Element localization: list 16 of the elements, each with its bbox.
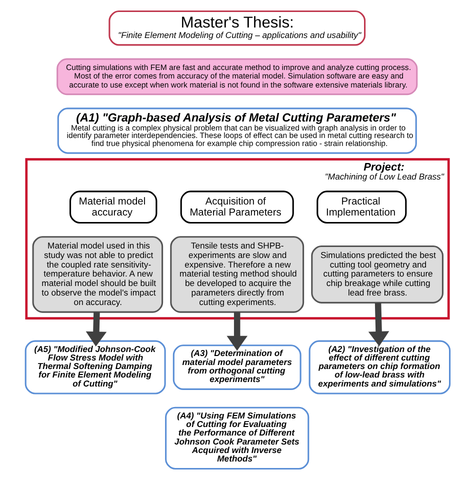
arrow: [368, 302, 389, 346]
node-box: Material model used in this study was not able to predict the coupled rate sensitivity-temperature behavior. A new material model should be built to observe the model's impact on accuracy.: [32, 236, 163, 313]
arrow: [85, 312, 106, 346]
node-box: Material model accuracy: [68, 190, 157, 224]
node-box: (A5) "Modified Johnson-Cook Flow Stress Model with Thermal Softening Damping for Finite Element Modeling of Cutting": [24, 340, 166, 394]
node-box: Practical Implementation: [316, 190, 406, 224]
node-box: Acquisition of Material Parameters: [180, 190, 294, 224]
node-box: (A4) "Using FEM Simulations of Cutting for Evaluating the Performance of Different Johnson Cook Parameter Sets Acquired with Inverse Methods": [164, 406, 309, 470]
node-box: (A2) "Investigation of the effect of different cutting parameters on chip formation of low-lead brass with experiments and simulations": [308, 340, 450, 394]
node-box: Simulations predicted the best cutting tool geometry and cutting parameters to ensure chip breakage while cutting lead free brass.: [310, 245, 443, 304]
node-box: Master's Thesis: "Finite Element Modeling of Cutting – applications and usability": [108, 10, 366, 46]
arrow: [226, 312, 247, 351]
node-box: (A1) "Graph-based Analysis of Metal Cutting Parameters" Metal cutting is a complex physical problem that can be visualized with graph analysis in order to identify parameter interdependencies. These loops of effect can be used in metal cutting research to find true physical phenomena for example chip compression ratio - strain relationship.: [56, 108, 416, 154]
node-box: (A3) "Determination of material model parameters from orthogonal cutting experiments": [172, 344, 301, 390]
node-box: Tensile tests and SHPB-experiments are slow and expensive. Therefore a new material testing method should be developed to acquire the parameters directly from cutting experiments.: [170, 236, 304, 313]
node-box: Cutting simulations with FEM are fast and accurate method to improve and analyze cutting process. Most of the error comes from accuracy of the material model. Simulation software are easy and accurate to use except when work material is not found in the software extensive materials library.: [56, 58, 418, 96]
